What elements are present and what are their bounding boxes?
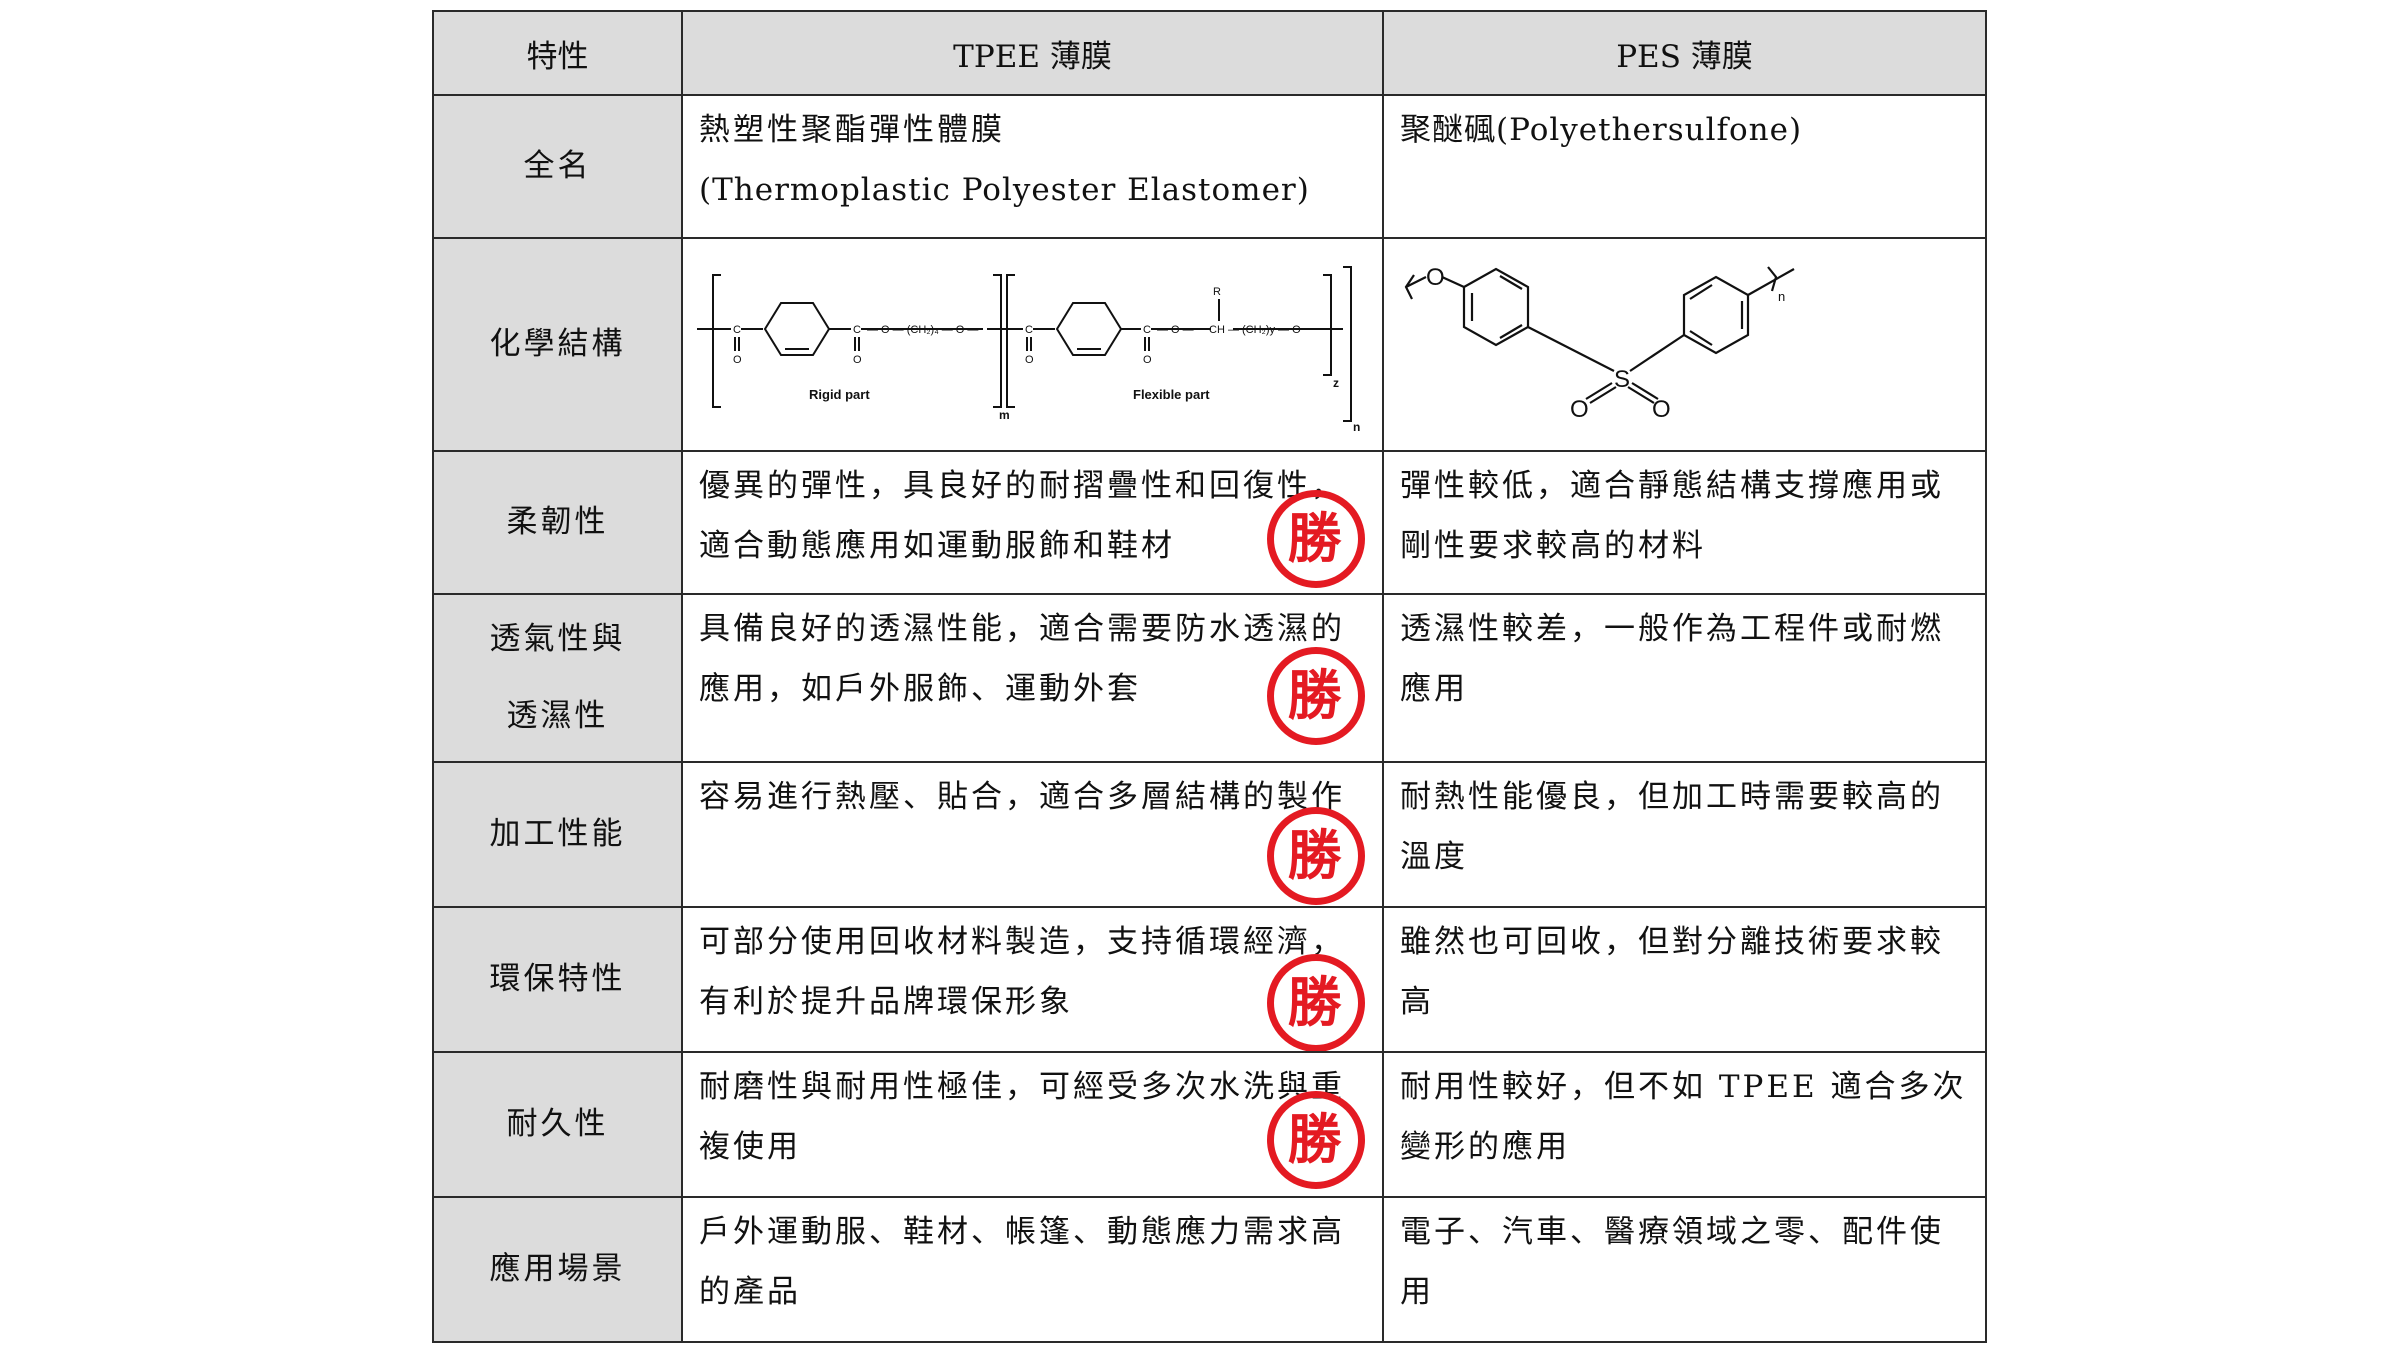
- pes-cell: 雖然也可回收，但對分離技術要求較 高: [1382, 906, 1987, 1053]
- tpee-atom-label: O: [853, 354, 862, 366]
- table-row: 加工性能 容易進行熱壓、貼合，適合多層結構的製作 勝 耐熱性能優良，但加工時需要…: [432, 761, 1987, 908]
- tpee-cell: 具備良好的透濕性能，適合需要防水透濕的 應用，如戶外服飾、運動外套 勝: [681, 593, 1384, 763]
- tpee-atom-label: O: [1025, 354, 1034, 366]
- row-label-line: 透濕性: [506, 698, 609, 734]
- row-label: 耐久性: [432, 1051, 683, 1198]
- table-row: 化學結構: [432, 237, 1987, 452]
- row-label: 透氣性與 透濕性: [432, 593, 683, 763]
- row-label: 化學結構: [432, 237, 683, 452]
- tpee-atom-label: C: [1143, 324, 1151, 336]
- cell-line: 熱塑性聚酯彈性體膜: [699, 112, 1005, 148]
- table-row: 應用場景 戶外運動服、鞋材、帳篷、動態應力需求高 的產品 電子、汽車、醫療領域之…: [432, 1196, 1987, 1343]
- winner-stamp: 勝: [1267, 647, 1365, 745]
- winner-stamp: 勝: [1267, 490, 1365, 588]
- pes-cell: 耐用性較好，但不如 TPEE 適合多次 變形的應用: [1382, 1051, 1987, 1198]
- cell-line: 溫度: [1400, 839, 1468, 875]
- pes-subscript-n: n: [1778, 289, 1785, 304]
- winner-stamp: 勝: [1267, 807, 1365, 905]
- cell-line: 變形的應用: [1400, 1129, 1570, 1165]
- tpee-structure-diagram: C O C O — O — (CH₂)₄ — O — C O C O — O —…: [697, 266, 1360, 434]
- pes-cell: 聚醚碸(Polyethersulfone): [1382, 94, 1987, 239]
- cell-line: 應用，如戶外服飾、運動外套: [699, 671, 1141, 707]
- row-label: 應用場景: [432, 1196, 683, 1343]
- tpee-atom-label: C: [853, 324, 861, 336]
- pes-cell: 彈性較低，適合靜態結構支撐應用或 剛性要求較高的材料: [1382, 450, 1987, 595]
- flexible-part-label: Flexible part: [1133, 387, 1210, 402]
- header-row: 特性 TPEE 薄膜 PES 薄膜: [432, 10, 1987, 96]
- tpee-r-label: R: [1213, 286, 1221, 298]
- tpee-structure-cell: C O C O — O — (CH₂)₄ — O — C O C O — O —…: [681, 237, 1384, 452]
- pes-oxygen-label: O: [1426, 264, 1445, 291]
- table-row: 耐久性 耐磨性與耐用性極佳，可經受多次水洗與重 複使用 勝 耐用性較好，但不如 …: [432, 1051, 1987, 1198]
- subscript-m: m: [999, 408, 1010, 422]
- pes-cell: 透濕性較差，一般作為工程件或耐燃 應用: [1382, 593, 1987, 763]
- row-label: 加工性能: [432, 761, 683, 908]
- cell-line: 高: [1400, 984, 1434, 1020]
- tpee-cell: 熱塑性聚酯彈性體膜 (Thermoplastic Polyester Elast…: [681, 94, 1384, 239]
- subscript-n: n: [1353, 420, 1360, 434]
- cell-line: 耐磨性與耐用性極佳，可經受多次水洗與重: [699, 1069, 1345, 1105]
- cell-line: 電子、汽車、醫療領域之零、配件使: [1400, 1214, 1944, 1250]
- pes-oxygen-label: O: [1652, 396, 1671, 423]
- pes-cell: 電子、汽車、醫療領域之零、配件使 用: [1382, 1196, 1987, 1343]
- tpee-cell: 戶外運動服、鞋材、帳篷、動態應力需求高 的產品: [681, 1196, 1384, 1343]
- cell-line: 透濕性較差，一般作為工程件或耐燃: [1400, 611, 1944, 647]
- row-label: 全名: [432, 94, 683, 239]
- pes-oxygen-label: O: [1570, 396, 1589, 423]
- tpee-fragment: CH — (CH₂)y — O: [1209, 324, 1301, 336]
- tpee-cell: 可部分使用回收材料製造，支持循環經濟， 有利於提升品牌環保形象 勝: [681, 906, 1384, 1053]
- cell-line: 複使用: [699, 1129, 801, 1165]
- tpee-cell: 優異的彈性，具良好的耐摺疊性和回復性， 適合動態應用如運動服飾和鞋材 勝: [681, 450, 1384, 595]
- cell-line: 雖然也可回收，但對分離技術要求較: [1400, 924, 1944, 960]
- tpee-atom-label: C: [733, 324, 741, 336]
- cell-line: 優異的彈性，具良好的耐摺疊性和回復性，: [699, 468, 1345, 504]
- cell-line: (Thermoplastic Polyester Elastomer): [699, 172, 1310, 208]
- tpee-atom-label: O: [1143, 354, 1152, 366]
- cell-line: 戶外運動服、鞋材、帳篷、動態應力需求高: [699, 1214, 1345, 1250]
- tpee-fragment: — O — (CH₂)₄ — O —: [867, 324, 978, 336]
- table-row: 全名 熱塑性聚酯彈性體膜 (Thermoplastic Polyester El…: [432, 94, 1987, 239]
- header-property: 特性: [432, 10, 683, 96]
- table-row: 環保特性 可部分使用回收材料製造，支持循環經濟， 有利於提升品牌環保形象 勝 雖…: [432, 906, 1987, 1053]
- row-label: 環保特性: [432, 906, 683, 1053]
- row-label-line: 透氣性與: [489, 620, 626, 657]
- cell-line: 耐熱性能優良，但加工時需要較高的: [1400, 779, 1944, 815]
- cell-line: 用: [1400, 1274, 1434, 1310]
- row-label: 柔韌性: [432, 450, 683, 595]
- cell-line: 應用: [1400, 671, 1468, 707]
- table-row: 柔韌性 優異的彈性，具良好的耐摺疊性和回復性， 適合動態應用如運動服飾和鞋材 勝…: [432, 450, 1987, 595]
- pes-cell: 耐熱性能優良，但加工時需要較高的 溫度: [1382, 761, 1987, 908]
- comparison-table: 特性 TPEE 薄膜 PES 薄膜 全名 熱塑性聚酯彈性體膜 (Thermopl…: [432, 10, 1987, 1343]
- tpee-cell: 耐磨性與耐用性極佳，可經受多次水洗與重 複使用 勝: [681, 1051, 1384, 1198]
- tpee-atom-label: O: [733, 354, 742, 366]
- tpee-atom-label: C: [1025, 324, 1033, 336]
- cell-line: 適合動態應用如運動服飾和鞋材: [699, 528, 1175, 564]
- header-pes: PES 薄膜: [1382, 10, 1987, 96]
- pes-sulfur-label: S: [1614, 366, 1630, 393]
- cell-line: 剛性要求較高的材料: [1400, 528, 1706, 564]
- cell-line: 具備良好的透濕性能，適合需要防水透濕的: [699, 611, 1345, 647]
- cell-line: 的產品: [699, 1274, 801, 1310]
- cell-line: 可部分使用回收材料製造，支持循環經濟，: [699, 924, 1345, 960]
- tpee-cell: 容易進行熱壓、貼合，適合多層結構的製作 勝: [681, 761, 1384, 908]
- winner-stamp: 勝: [1267, 954, 1365, 1050]
- cell-line: 耐用性較好，但不如 TPEE 適合多次: [1400, 1069, 1967, 1105]
- cell-line: 容易進行熱壓、貼合，適合多層結構的製作: [699, 779, 1345, 815]
- subscript-z: z: [1333, 376, 1339, 390]
- cell-line: 有利於提升品牌環保形象: [699, 984, 1073, 1020]
- pes-structure-cell: O S O O n: [1382, 237, 1987, 452]
- cell-line: 彈性較低，適合靜態結構支撐應用或: [1400, 468, 1944, 504]
- table-row: 透氣性與 透濕性 具備良好的透濕性能，適合需要防水透濕的 應用，如戶外服飾、運動…: [432, 593, 1987, 763]
- tpee-fragment: — O —: [1157, 324, 1194, 336]
- winner-stamp: 勝: [1267, 1091, 1365, 1189]
- rigid-part-label: Rigid part: [809, 387, 870, 402]
- pes-structure-diagram: O S O O n: [1404, 264, 1795, 423]
- header-tpee: TPEE 薄膜: [681, 10, 1384, 96]
- cell-line: 聚醚碸(Polyethersulfone): [1400, 112, 1803, 148]
